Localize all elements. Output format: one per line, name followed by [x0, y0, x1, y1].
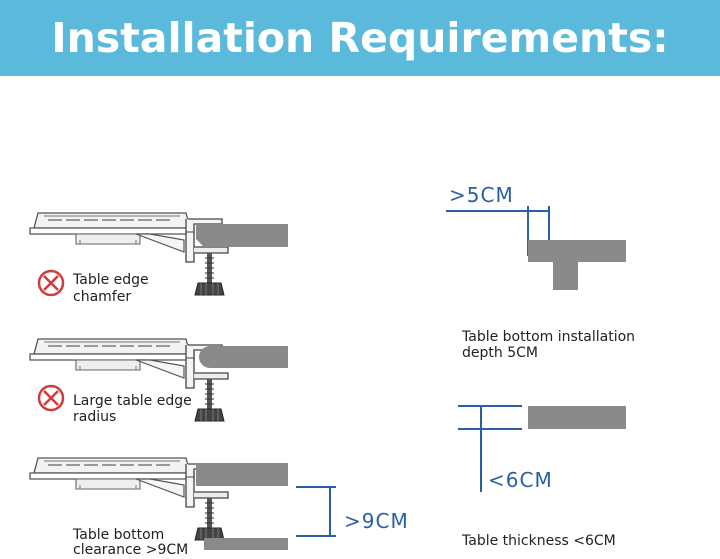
radius-label-line1: Large table edge — [73, 393, 192, 409]
depth-label-line1: Table bottom installation — [462, 329, 636, 345]
panel-table-edge-chamfer — [29, 212, 288, 296]
page-title: Installation Requirements: — [51, 14, 669, 62]
depth-measure: >5CM — [449, 183, 514, 207]
clearance-measure: >9CM — [344, 509, 409, 533]
depth-label-line2: depth 5CM — [462, 345, 538, 361]
clearance-label-line1: Table bottom — [73, 527, 165, 543]
clearance-label-line2: clearance >9CM — [73, 542, 189, 558]
prohibited-icon — [37, 384, 65, 412]
radius-label-line2: radius — [73, 409, 117, 425]
thickness-measure: <6CM — [488, 468, 553, 492]
floor-obstacle-shape — [204, 538, 288, 550]
chamfer-label-line1: Table edge — [73, 272, 149, 288]
panel-table-bottom-clearance — [29, 457, 336, 550]
panel-large-table-edge-radius — [29, 338, 288, 422]
prohibited-icon — [37, 269, 65, 297]
table-radius-shape — [199, 346, 288, 368]
table-top-shape — [196, 463, 288, 486]
thickness-label: Table thickness <6CM — [462, 533, 616, 549]
panel-installation-depth — [446, 206, 626, 290]
chamfer-label-line2: chamfer — [73, 289, 132, 305]
header-banner: Installation Requirements: — [0, 0, 720, 76]
table-chamfer-shape — [196, 224, 288, 247]
panel-table-thickness — [458, 405, 626, 492]
clearance-dimension-line — [296, 486, 336, 537]
